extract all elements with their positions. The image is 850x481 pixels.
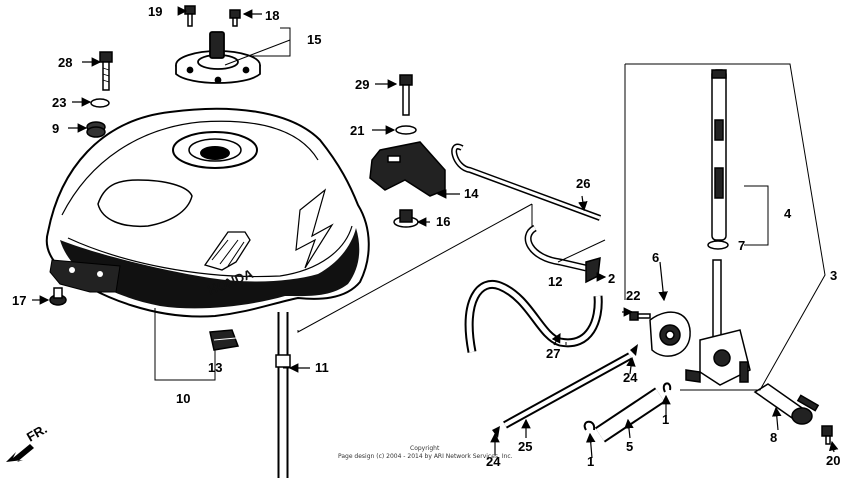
callout-27: 27: [546, 346, 560, 361]
grommet-9[interactable]: [86, 121, 106, 138]
fuel-tank[interactable]: [45, 107, 370, 318]
clip-1-right[interactable]: [662, 382, 672, 393]
leader-lines: [154, 27, 826, 391]
callout-17: 17: [12, 293, 26, 308]
washer-21[interactable]: [395, 125, 417, 135]
callout-2: 2: [608, 271, 615, 286]
copyright-notice: Page design (c) 2004 - 2014 by ARI Netwo…: [338, 453, 513, 460]
callout-11: 11: [315, 360, 329, 375]
collar-16[interactable]: [393, 209, 419, 228]
cap-bolt-19[interactable]: [184, 5, 196, 27]
fuel-strainer-pipe-4[interactable]: [711, 69, 727, 241]
screw-22[interactable]: [629, 311, 651, 321]
clip-2[interactable]: [585, 256, 601, 284]
callout-3: 3: [830, 268, 837, 283]
copyright-title: Copyright: [410, 445, 440, 452]
fuel-filler-cap[interactable]: [175, 31, 261, 84]
callout-16: 16: [436, 214, 450, 229]
callout-18: 18: [265, 8, 279, 23]
callout-6: 6: [652, 250, 659, 265]
callout-29: 29: [355, 77, 369, 92]
front-direction-arrow: FR.: [6, 421, 50, 462]
bolt-17[interactable]: [49, 287, 67, 306]
fuel-cock-lever-8[interactable]: [753, 383, 820, 425]
callout-22: 22: [626, 288, 640, 303]
fuel-tube-5[interactable]: [595, 387, 665, 443]
callout-28: 28: [58, 55, 72, 70]
cushion-13[interactable]: [209, 329, 240, 351]
o-ring-7[interactable]: [707, 240, 729, 250]
front-direction-label: FR.: [24, 421, 50, 444]
bolt-29[interactable]: [399, 74, 413, 116]
clip-24-upper[interactable]: [630, 344, 638, 356]
callout-8: 8: [770, 430, 777, 445]
callout-15: 15: [307, 32, 321, 47]
fuel-cock-body[interactable]: [685, 259, 751, 386]
callout-26: 26: [576, 176, 590, 191]
callout-13: 13: [208, 360, 222, 375]
callout-25: 25: [518, 439, 532, 454]
washer-23[interactable]: [90, 98, 110, 108]
callout-4: 4: [784, 206, 792, 221]
screw-20[interactable]: [821, 425, 833, 445]
fuel-tank-mount-14[interactable]: [369, 141, 446, 197]
callout-20: 20: [826, 453, 840, 468]
callout-24-lower: 24: [486, 454, 501, 469]
callout-23: 23: [52, 95, 66, 110]
callout-9: 9: [52, 121, 59, 136]
cap-bolt-18[interactable]: [229, 9, 241, 27]
callout-5: 5: [626, 439, 633, 454]
callout-10: 10: [176, 391, 190, 406]
clip-24-lower[interactable]: [492, 426, 500, 438]
callout-21: 21: [350, 123, 364, 138]
bolt-28[interactable]: [99, 51, 113, 91]
callout-1-left: 1: [587, 454, 594, 469]
callout-14: 14: [464, 186, 479, 201]
callout-24-upper: 24: [623, 370, 638, 385]
callout-12: 12: [548, 274, 562, 289]
clip-1-left[interactable]: [583, 420, 596, 431]
vacuum-diaphragm-6[interactable]: [649, 311, 691, 357]
callout-19: 19: [148, 4, 162, 19]
callout-7: 7: [738, 238, 745, 253]
callout-1-right: 1: [662, 412, 669, 427]
callout-labels: 19 18 15 28 23 9 17 29 21 14 16 26 12 2 …: [12, 4, 840, 469]
